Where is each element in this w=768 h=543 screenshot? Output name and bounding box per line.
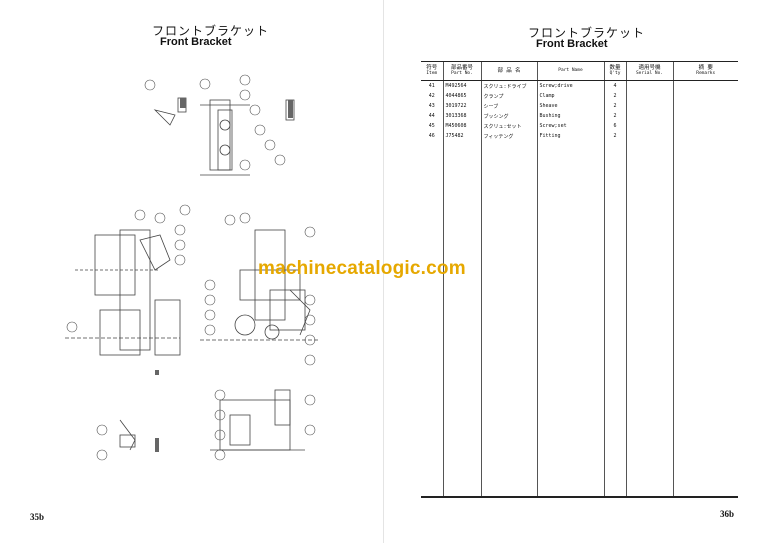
table-row: 43 3019722 シーブ Sheave 2 (421, 101, 738, 111)
cell-serial (625, 80, 673, 91)
exploded-parts-drawing (65, 74, 320, 461)
cell-remarks (672, 91, 738, 101)
cell-serial (625, 131, 673, 141)
table-filler-row (421, 141, 738, 498)
cell-serial (625, 91, 673, 101)
table-row: 45 M450608 スクリュ:セット Screw;set 6 (421, 121, 738, 131)
cell-name-jp: フィッテング (480, 131, 537, 141)
cell-remarks (672, 121, 738, 131)
header-part-name-jp: 部 品 名 (480, 61, 537, 81)
cell-name-en: Screw;set (536, 121, 604, 131)
table-row: 44 3013368 ブッシング Bushing 2 (421, 111, 738, 121)
cell-part-no: J75482 (442, 131, 481, 141)
cell-item: 42 (428, 93, 435, 99)
watermark: machinecatalogic.com (258, 258, 466, 279)
cell-remarks (672, 80, 738, 91)
header-part-name: Part Name (536, 61, 604, 81)
cell-qty: 2 (603, 101, 626, 111)
cell-name-en: Fitting (536, 131, 604, 141)
cell-serial (625, 111, 673, 121)
right-title-en: Front Bracket (536, 38, 608, 50)
cell-part-no: M492564 (442, 80, 481, 91)
left-page: フロントブラケット Front Bracket (30, 24, 320, 522)
table-row: 41 M492564 スクリュ:ドライブ Screw;drive 4 (421, 80, 738, 91)
cell-item: 46 (428, 133, 435, 139)
cell-qty: 2 (603, 91, 626, 101)
cell-name-jp: クランプ (480, 91, 537, 101)
cell-item: 44 (428, 113, 435, 119)
left-title-jp: フロントブラケット (152, 24, 270, 38)
cell-name-en: Sheave (536, 101, 604, 111)
cell-qty: 4 (603, 80, 626, 91)
table-row: 46 J75482 フィッテング Fitting 2 (421, 131, 738, 141)
left-page-number: 35b (30, 512, 45, 522)
cell-name-en: Bushing (536, 111, 604, 121)
cell-remarks (672, 111, 738, 121)
right-title-jp: フロントブラケット (528, 26, 646, 40)
cell-serial (625, 121, 673, 131)
cell-name-jp: シーブ (480, 101, 537, 111)
cell-name-en: Screw;drive (536, 80, 604, 91)
cell-part-no: 4044865 (442, 91, 481, 101)
cell-remarks (672, 101, 738, 111)
cell-part-no: 3019722 (442, 101, 481, 111)
left-title-en: Front Bracket (160, 36, 232, 48)
cell-serial (625, 101, 673, 111)
cell-name-jp: スクリュ:ドライブ (480, 80, 537, 91)
cell-name-jp: スクリュ:セット (480, 121, 537, 131)
cell-qty: 2 (603, 131, 626, 141)
cell-part-no: M450608 (442, 121, 481, 131)
cell-item: 43 (428, 103, 435, 109)
right-page-number: 36b (720, 509, 735, 519)
cell-remarks (672, 131, 738, 141)
cell-item: 45 (428, 123, 435, 129)
cell-part-no: 3013368 (442, 111, 481, 121)
cell-qty: 6 (603, 121, 626, 131)
cell-qty: 2 (603, 111, 626, 121)
cell-item: 41 (428, 83, 435, 89)
cell-name-jp: ブッシング (480, 111, 537, 121)
cell-name-en: Clamp (536, 91, 604, 101)
table-row: 42 4044865 クランプ Clamp 2 (421, 91, 738, 101)
